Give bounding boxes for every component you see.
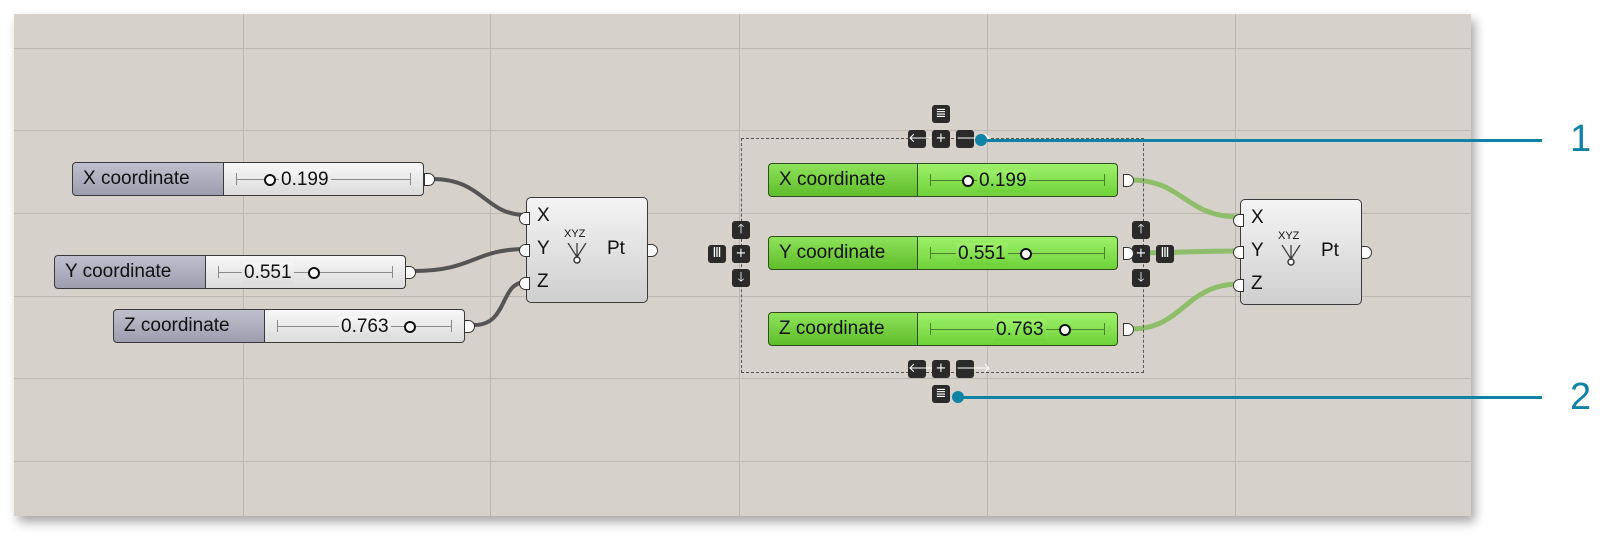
slider-knob[interactable] — [308, 267, 320, 279]
input-port-y[interactable] — [1233, 246, 1244, 259]
xyz-icon: XYZ — [564, 228, 586, 240]
arrow-down-icon[interactable]: 🡓 — [1132, 269, 1150, 287]
input-port-y[interactable] — [519, 244, 530, 257]
output-port[interactable] — [1123, 323, 1134, 336]
slider-z-right[interactable]: Z coordinate 0.763 — [768, 312, 1118, 346]
slider-track[interactable]: 0.551 — [918, 236, 1118, 270]
callout-line-2 — [958, 396, 1542, 399]
callout-number-2: 2 — [1570, 376, 1592, 418]
slider-track[interactable]: 0.199 — [224, 162, 424, 196]
grid-line — [14, 296, 1471, 297]
output-port[interactable] — [424, 173, 435, 186]
plus-icon[interactable]: + — [932, 360, 950, 378]
wire-x-left — [431, 177, 527, 217]
wires — [413, 177, 1241, 332]
output-port[interactable] — [1123, 174, 1134, 187]
grid-line — [14, 378, 1471, 379]
input-label-y: Y — [1251, 240, 1264, 261]
point-icon — [1281, 245, 1301, 266]
arrow-left-icon[interactable]: 🡐 — [908, 360, 943, 378]
grid-line — [490, 14, 491, 516]
arrow-up-icon[interactable]: 🡑 — [1132, 221, 1150, 239]
arrow-up-icon[interactable]: 🡑 — [732, 221, 750, 239]
slider-y-right[interactable]: Y coordinate 0.551 — [768, 236, 1118, 270]
slider-y-left[interactable]: Y coordinate 0.551 — [54, 255, 406, 289]
slider-knob[interactable] — [1059, 324, 1071, 336]
output-port[interactable] — [464, 320, 475, 333]
xyz-icon: XYZ — [1278, 230, 1300, 242]
arrow-left-icon[interactable]: 🡐 — [908, 130, 943, 148]
slider-x-right[interactable]: X coordinate 0.199 — [768, 163, 1118, 197]
grid-line — [739, 14, 740, 516]
wire-y-left — [413, 247, 527, 273]
input-label-y: Y — [537, 238, 550, 259]
grid-line — [1235, 14, 1236, 516]
slider-knob[interactable] — [962, 175, 974, 187]
slider-track[interactable]: 0.551 — [206, 255, 406, 289]
slider-value: 0.551 — [956, 243, 1008, 265]
output-label-pt: Pt — [607, 238, 625, 259]
arrow-down-icon[interactable]: 🡓 — [732, 269, 750, 287]
slider-label: Z coordinate — [768, 312, 918, 346]
slider-value: 0.763 — [994, 319, 1046, 341]
slider-knob[interactable] — [264, 174, 276, 186]
grid-line — [14, 213, 1471, 214]
construct-point-component-right[interactable]: X Y Z XYZ Pt — [1233, 199, 1372, 305]
grasshopper-canvas[interactable]: X coordinate 0.199 Y coordinate 0.551 Z … — [14, 14, 1471, 516]
input-label-x: X — [1251, 207, 1264, 228]
input-port-z[interactable] — [519, 277, 530, 290]
plus-icon[interactable]: + — [932, 130, 950, 148]
align-list-icon[interactable]: ≣ — [932, 105, 950, 123]
slider-value: 0.199 — [279, 169, 331, 191]
callout-number-1: 1 — [1570, 118, 1592, 160]
arrow-right-icon[interactable]: 🡒 — [956, 360, 991, 378]
plus-icon[interactable]: + — [1132, 245, 1150, 263]
slider-label: Y coordinate — [54, 255, 206, 289]
output-label-pt: Pt — [1321, 240, 1339, 261]
input-label-z: Z — [537, 271, 549, 292]
wire-x-right — [1130, 177, 1241, 220]
callout-dot-1 — [975, 134, 987, 146]
plus-icon[interactable]: + — [732, 245, 750, 263]
output-port[interactable] — [405, 266, 416, 279]
slider-value: 0.199 — [977, 170, 1029, 192]
slider-label: X coordinate — [768, 163, 918, 197]
slider-knob[interactable] — [1020, 248, 1032, 260]
input-label-x: X — [537, 205, 550, 226]
align-bars-icon[interactable]: Ⅲ — [1156, 245, 1174, 263]
align-bars-icon[interactable]: Ⅲ — [708, 245, 726, 263]
slider-x-left[interactable]: X coordinate 0.199 — [72, 162, 424, 196]
slider-label: Z coordinate — [113, 309, 265, 343]
slider-label: X coordinate — [72, 162, 224, 196]
align-list-icon[interactable]: ≣ — [932, 385, 950, 403]
slider-z-left[interactable]: Z coordinate 0.763 — [113, 309, 465, 343]
slider-track[interactable]: 0.763 — [265, 309, 465, 343]
input-port-z[interactable] — [1233, 279, 1244, 292]
slider-value: 0.551 — [242, 262, 294, 284]
slider-track[interactable]: 0.763 — [918, 312, 1118, 346]
output-port-pt[interactable] — [647, 244, 658, 257]
arrow-right-icon[interactable]: 🡒 — [956, 130, 991, 148]
slider-knob[interactable] — [404, 321, 416, 333]
wire-z-right — [1130, 281, 1241, 332]
output-port[interactable] — [1123, 247, 1134, 260]
grid-line — [14, 130, 1471, 131]
slider-label: Y coordinate — [768, 236, 918, 270]
callout-line-1 — [982, 139, 1542, 142]
grid-line — [14, 48, 1471, 49]
wire-z-left — [473, 280, 527, 327]
input-port-x[interactable] — [519, 212, 530, 225]
output-port-pt[interactable] — [1361, 246, 1372, 259]
point-icon — [567, 243, 587, 264]
input-label-z: Z — [1251, 273, 1263, 294]
slider-value: 0.763 — [339, 316, 391, 338]
grid-line — [14, 461, 1471, 462]
input-port-x[interactable] — [1233, 214, 1244, 227]
construct-point-component-left[interactable]: X Y Z XYZ Pt — [519, 197, 658, 303]
slider-track[interactable]: 0.199 — [918, 163, 1118, 197]
